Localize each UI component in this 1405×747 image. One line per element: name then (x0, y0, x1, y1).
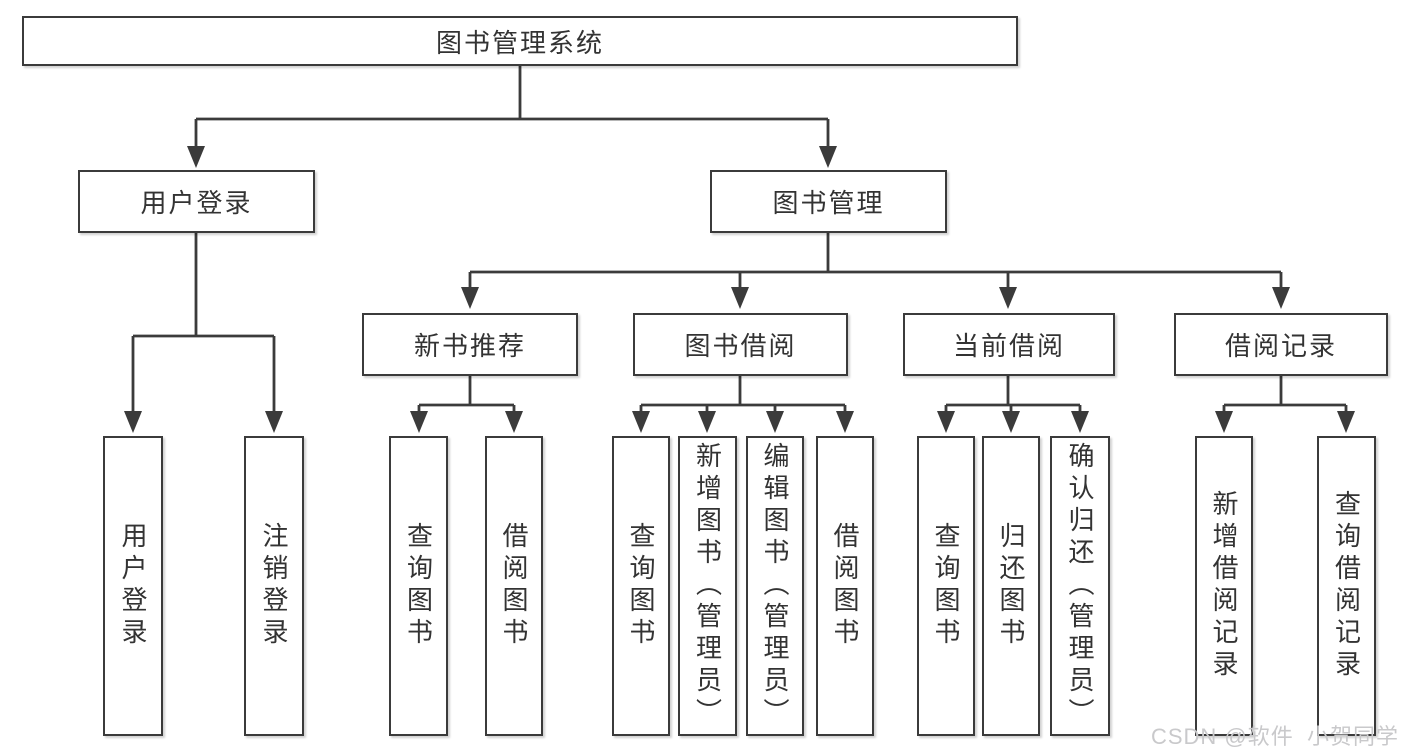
arrowheads-leaf-row (410, 411, 1355, 433)
node-user-login: 用户登录 (78, 170, 315, 233)
node-book-borrow-label: 图书借阅 (684, 331, 797, 361)
leaf-add-books-admin-label: 新增图书（管理员） (692, 442, 723, 730)
leaf-edit-books-admin-label: 编辑图书（管理员） (760, 442, 790, 730)
leaf-confirm-return-admin-label: 确认归还（管理员） (1065, 442, 1095, 730)
connector-new-book-group (417, 376, 516, 414)
leaf-add-borrow-record: 新增借阅记录 (1195, 436, 1253, 736)
leaf-borrow-books-2: 借阅图书 (816, 436, 874, 736)
leaf-confirm-return-admin: 确认归还（管理员） (1050, 436, 1110, 736)
leaf-query-books-3: 查询图书 (917, 436, 975, 736)
node-user-login-label: 用户登录 (140, 188, 253, 218)
connector-book-borrow-group (639, 376, 847, 414)
node-book-management: 图书管理 (710, 170, 947, 233)
leaf-query-books-1-label: 查询图书 (403, 522, 434, 650)
connector-borrow-record-group (1222, 376, 1348, 414)
connector-root-to-level2 (194, 66, 830, 148)
node-current-borrow: 当前借阅 (903, 313, 1115, 376)
arrowheads-level2 (187, 146, 837, 168)
leaf-query-books-1: 查询图书 (389, 436, 448, 736)
leaf-query-books-2: 查询图书 (612, 436, 670, 736)
leaf-query-books-3-label: 查询图书 (931, 522, 961, 650)
connector-user-login-to-leaves (131, 233, 276, 414)
leaf-user-login: 用户登录 (103, 436, 163, 736)
leaf-query-borrow-record: 查询借阅记录 (1317, 436, 1376, 736)
node-current-borrow-label: 当前借阅 (952, 331, 1065, 361)
node-book-management-label: 图书管理 (772, 188, 885, 218)
node-new-book-recommend-label: 新书推荐 (413, 331, 526, 361)
leaf-return-books: 归还图书 (982, 436, 1040, 736)
leaf-borrow-books-1: 借阅图书 (485, 436, 543, 736)
connector-current-borrow-group (944, 376, 1082, 414)
leaf-user-login-label: 用户登录 (118, 522, 148, 650)
node-book-borrow: 图书借阅 (633, 313, 848, 376)
leaf-add-books-admin: 新增图书（管理员） (678, 436, 737, 736)
csdn-watermark: CSDN @软件_小贺同学 (1150, 724, 1399, 747)
node-root-label: 图书管理系统 (435, 27, 604, 58)
leaf-add-borrow-record-label: 新增借阅记录 (1209, 490, 1239, 682)
leaf-query-books-2-label: 查询图书 (626, 522, 656, 650)
arrowheads-level3 (461, 287, 1290, 309)
leaf-return-books-label: 归还图书 (996, 522, 1026, 650)
leaf-logout-label: 注销登录 (259, 522, 289, 650)
leaf-edit-books-admin: 编辑图书（管理员） (746, 436, 804, 736)
leaf-borrow-books-1-label: 借阅图书 (499, 522, 529, 650)
leaf-borrow-books-2-label: 借阅图书 (830, 522, 860, 650)
leaf-query-borrow-record-label: 查询借阅记录 (1331, 490, 1362, 682)
node-borrow-record-label: 借阅记录 (1224, 331, 1337, 361)
node-borrow-record: 借阅记录 (1174, 313, 1388, 376)
node-root-system: 图书管理系统 (22, 16, 1018, 66)
node-new-book-recommend: 新书推荐 (362, 313, 578, 376)
leaf-logout: 注销登录 (244, 436, 304, 736)
arrowheads-user-login-leaves (124, 411, 283, 433)
connector-book-management-to-level3 (468, 233, 1283, 289)
